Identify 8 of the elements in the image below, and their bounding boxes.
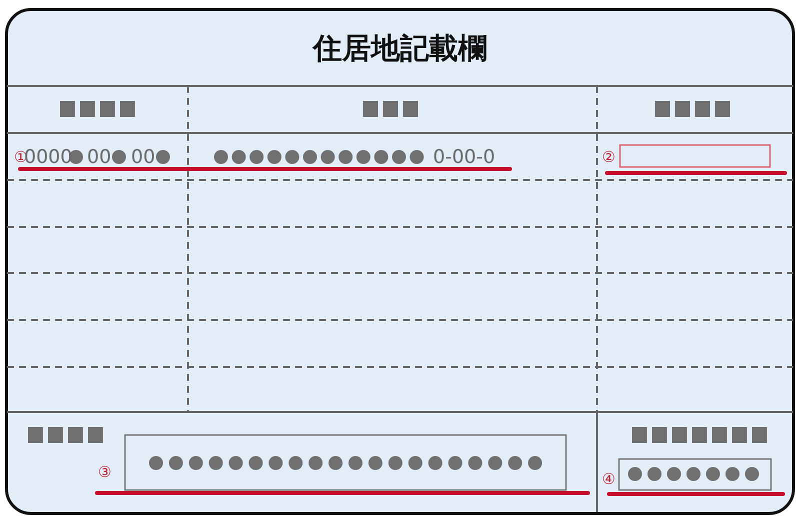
card-title: 住居地記載欄 (311, 34, 488, 63)
callout-number: ② (602, 150, 616, 165)
number-text: 0-00-0 (433, 148, 496, 167)
number-text: 00 (131, 148, 156, 167)
number-text: 0000 (24, 148, 72, 167)
callout-number: ④ (602, 472, 616, 487)
number-text: 00 (87, 148, 112, 167)
callout-number: ③ (98, 465, 112, 480)
